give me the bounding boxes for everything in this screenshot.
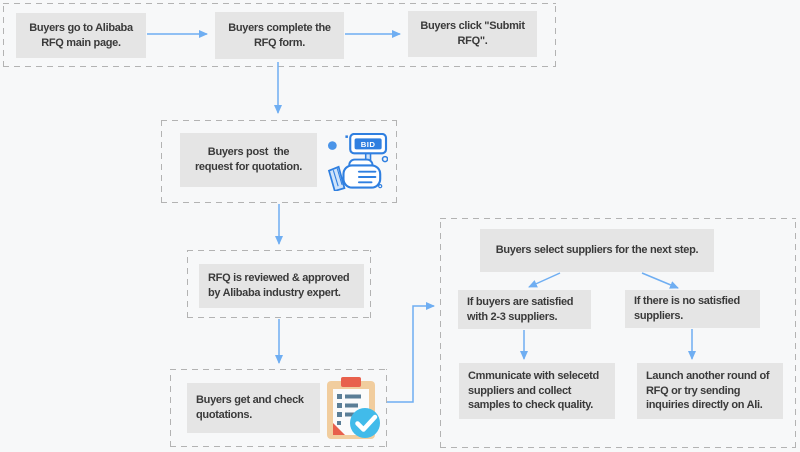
- check-circle: [350, 408, 380, 438]
- bid-decor-dot: [328, 141, 337, 150]
- branch-box-satisfied: If buyers are satisfied with 2-3 supplie…: [458, 290, 591, 329]
- supplier-selection-group: Buyers select suppliers for the next ste…: [440, 218, 796, 448]
- bid-sign-label: BID: [361, 140, 376, 149]
- branch-box-not-satisfied: If there is no satisfied suppliers.: [625, 290, 760, 328]
- step-reviewed-label: RFQ is reviewed & approved by Alibaba in…: [208, 272, 350, 299]
- branch-satisfied-label: If buyers are satisfied with 2-3 supplie…: [467, 295, 574, 323]
- step-box-post-request: Buyers post the request for quotation.: [180, 133, 317, 187]
- outcome-launch-again-label: Launch another round of RFQ or try sendi…: [646, 370, 770, 412]
- outcome-box-communicate: Cmmunicate with selecetd suppliers and c…: [459, 363, 615, 419]
- step-box-select-suppliers: Buyers select suppliers for the next ste…: [480, 229, 714, 272]
- quotations-group: Buyers get and check quotations.: [170, 369, 387, 447]
- step-submit-rfq-label: Buyers click "Submit RFQ".: [420, 20, 525, 47]
- step-box-go-to-alibaba: Buyers go to Alibaba RFQ main page.: [16, 13, 146, 58]
- outcome-box-launch-again: Launch another round of RFQ or try sendi…: [637, 363, 783, 419]
- review-group: RFQ is reviewed & approved by Alibaba in…: [187, 250, 371, 318]
- step-complete-form-label: Buyers complete the RFQ form.: [228, 21, 331, 49]
- step-box-complete-form: Buyers complete the RFQ form.: [215, 12, 344, 59]
- clipboard-check-icon: [327, 377, 380, 439]
- submission-steps-group: Buyers go to Alibaba RFQ main page. Buye…: [3, 3, 556, 67]
- step-select-suppliers-label: Buyers select suppliers for the next ste…: [495, 244, 699, 257]
- post-rfq-group: Buyers post the request for quotation. B…: [161, 120, 397, 203]
- outcome-communicate-label: Cmmunicate with selecetd suppliers and c…: [468, 370, 599, 412]
- step-box-submit-rfq: Buyers click "Submit RFQ".: [408, 11, 537, 57]
- step-get-quotations-label: Buyers get and check quotations.: [196, 394, 304, 421]
- branch-not-satisfied-label: If there is no satisfied suppliers.: [634, 295, 740, 322]
- clipboard-fold: [333, 423, 345, 435]
- step-go-to-alibaba-label: Buyers go to Alibaba RFQ main page.: [29, 21, 133, 49]
- step-post-request-label: Buyers post the request for quotation.: [194, 146, 303, 173]
- arrow-quotations-to-selection: [387, 302, 435, 403]
- check-mark: [355, 414, 378, 432]
- clipboard-clip: [341, 377, 361, 387]
- bid-hand-icon: BID: [327, 133, 388, 191]
- step-box-get-quotations: Buyers get and check quotations.: [187, 383, 320, 433]
- step-box-rfq-reviewed: RFQ is reviewed & approved by Alibaba in…: [199, 264, 364, 308]
